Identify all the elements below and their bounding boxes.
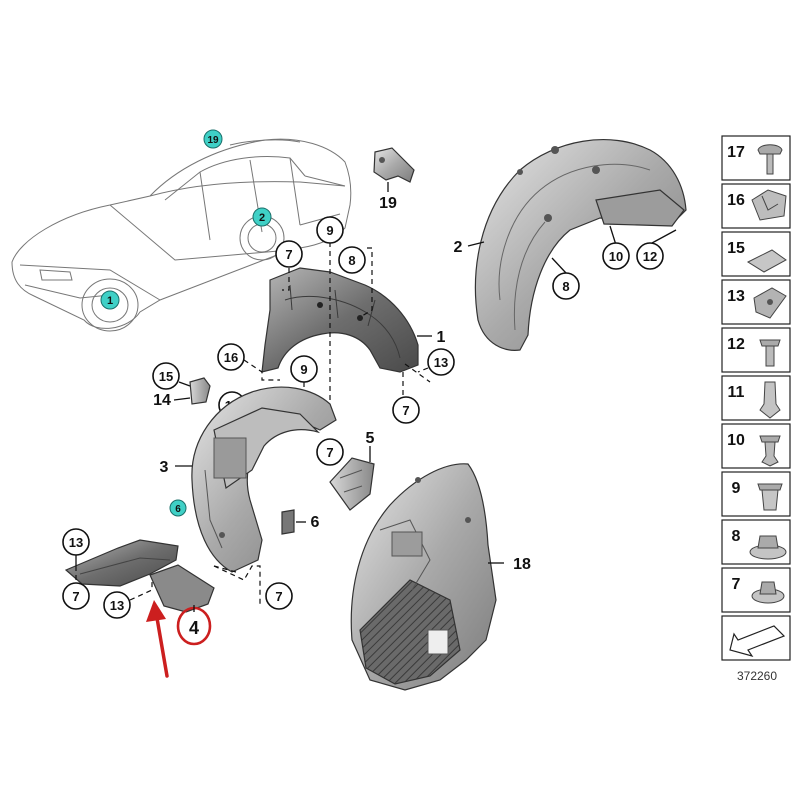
callout-4: 4 (189, 618, 199, 638)
callout-7-left: 7 (72, 589, 79, 604)
car-marker-1-label: 1 (107, 295, 113, 307)
front-liner-1 (261, 267, 419, 373)
rivet-12-icon (759, 339, 781, 347)
front-liner-18 (350, 463, 497, 691)
callout-3: 3 (160, 459, 169, 476)
callout-7-top: 7 (285, 247, 292, 262)
callout-15: 15 (159, 369, 173, 384)
legend-direction-cell (721, 615, 791, 661)
grommet-9-icon (757, 483, 783, 491)
legend-label-12: 12 (727, 336, 745, 353)
rear-wheel-liner-2 (474, 139, 687, 351)
car-marker-19: 19 (203, 129, 223, 149)
fastener-legend: 17 16 15 13 12 (721, 135, 791, 661)
pad-15-icon (746, 249, 787, 273)
car-marker-2-label: 2 (259, 212, 265, 224)
legend-cell-16: 16 (721, 183, 791, 229)
legend-label-10: 10 (727, 432, 745, 449)
callout-12: 12 (643, 249, 657, 264)
underbody-panel-4 (64, 539, 215, 613)
legend-cell-11: 11 (721, 375, 791, 421)
legend-label-13: 13 (727, 288, 745, 305)
callout-9-mid: 9 (300, 362, 307, 377)
legend-cell-7: 7 (721, 567, 791, 613)
legend-label-7: 7 (732, 576, 741, 593)
callout-1: 1 (437, 329, 446, 346)
legend-cell-13: 13 (721, 279, 791, 325)
clip-6-part (281, 509, 295, 535)
legend-cell-12: 12 (721, 327, 791, 373)
legend-cell-10: 10 (721, 423, 791, 469)
red-arrow-indicator (146, 600, 169, 678)
diagram-number: 372260 (737, 669, 777, 683)
highlight-4: 4 (176, 606, 212, 646)
clip-16-icon (751, 189, 787, 221)
callout-7-right: 7 (402, 403, 409, 418)
callout-6: 6 (311, 514, 320, 531)
callout-7-bottom: 7 (275, 589, 282, 604)
callout-6-cyan-label: 6 (175, 504, 181, 515)
car-marker-1: 1 (100, 290, 120, 310)
callout-10: 10 (609, 249, 623, 264)
marker-6-cyan: 6 (169, 499, 187, 517)
rivet-10-icon (759, 435, 781, 443)
callout-2: 2 (454, 239, 463, 256)
car-marker-2: 2 (252, 207, 272, 227)
legend-cell-8: 8 (721, 519, 791, 565)
legend-cell-17: 17 (721, 135, 791, 181)
callout-8-top: 8 (348, 253, 355, 268)
legend-label-9: 9 (732, 480, 741, 497)
legend-label-17: 17 (727, 144, 745, 161)
callout-13-right: 13 (434, 355, 448, 370)
callout-7-mid: 7 (326, 445, 333, 460)
callout-13-left: 13 (69, 535, 83, 550)
callout-5: 5 (366, 430, 375, 447)
legend-label-16: 16 (727, 192, 745, 209)
legend-cell-15: 15 (721, 231, 791, 277)
callout-8-rear: 8 (562, 279, 569, 294)
bracket-19-part (373, 147, 415, 183)
callout-19: 19 (379, 195, 397, 212)
clip-14-15-part (189, 377, 211, 405)
callout-13-bottom: 13 (110, 598, 124, 613)
legend-cell-9: 9 (721, 471, 791, 517)
screw-17-icon (757, 144, 783, 155)
front-liner-3 (191, 386, 337, 573)
legend-label-8: 8 (732, 528, 741, 545)
expanding-rivet-11-icon (759, 381, 781, 419)
callout-16: 16 (224, 350, 238, 365)
legend-label-15: 15 (727, 240, 745, 257)
callout-9-top: 9 (326, 223, 333, 238)
callout-14: 14 (153, 392, 171, 409)
direction-arrow-icon (729, 625, 786, 658)
cover-5-part (329, 457, 375, 511)
car-marker-19-label: 19 (207, 135, 219, 146)
callout-18: 18 (513, 556, 531, 573)
legend-label-11: 11 (728, 384, 745, 401)
